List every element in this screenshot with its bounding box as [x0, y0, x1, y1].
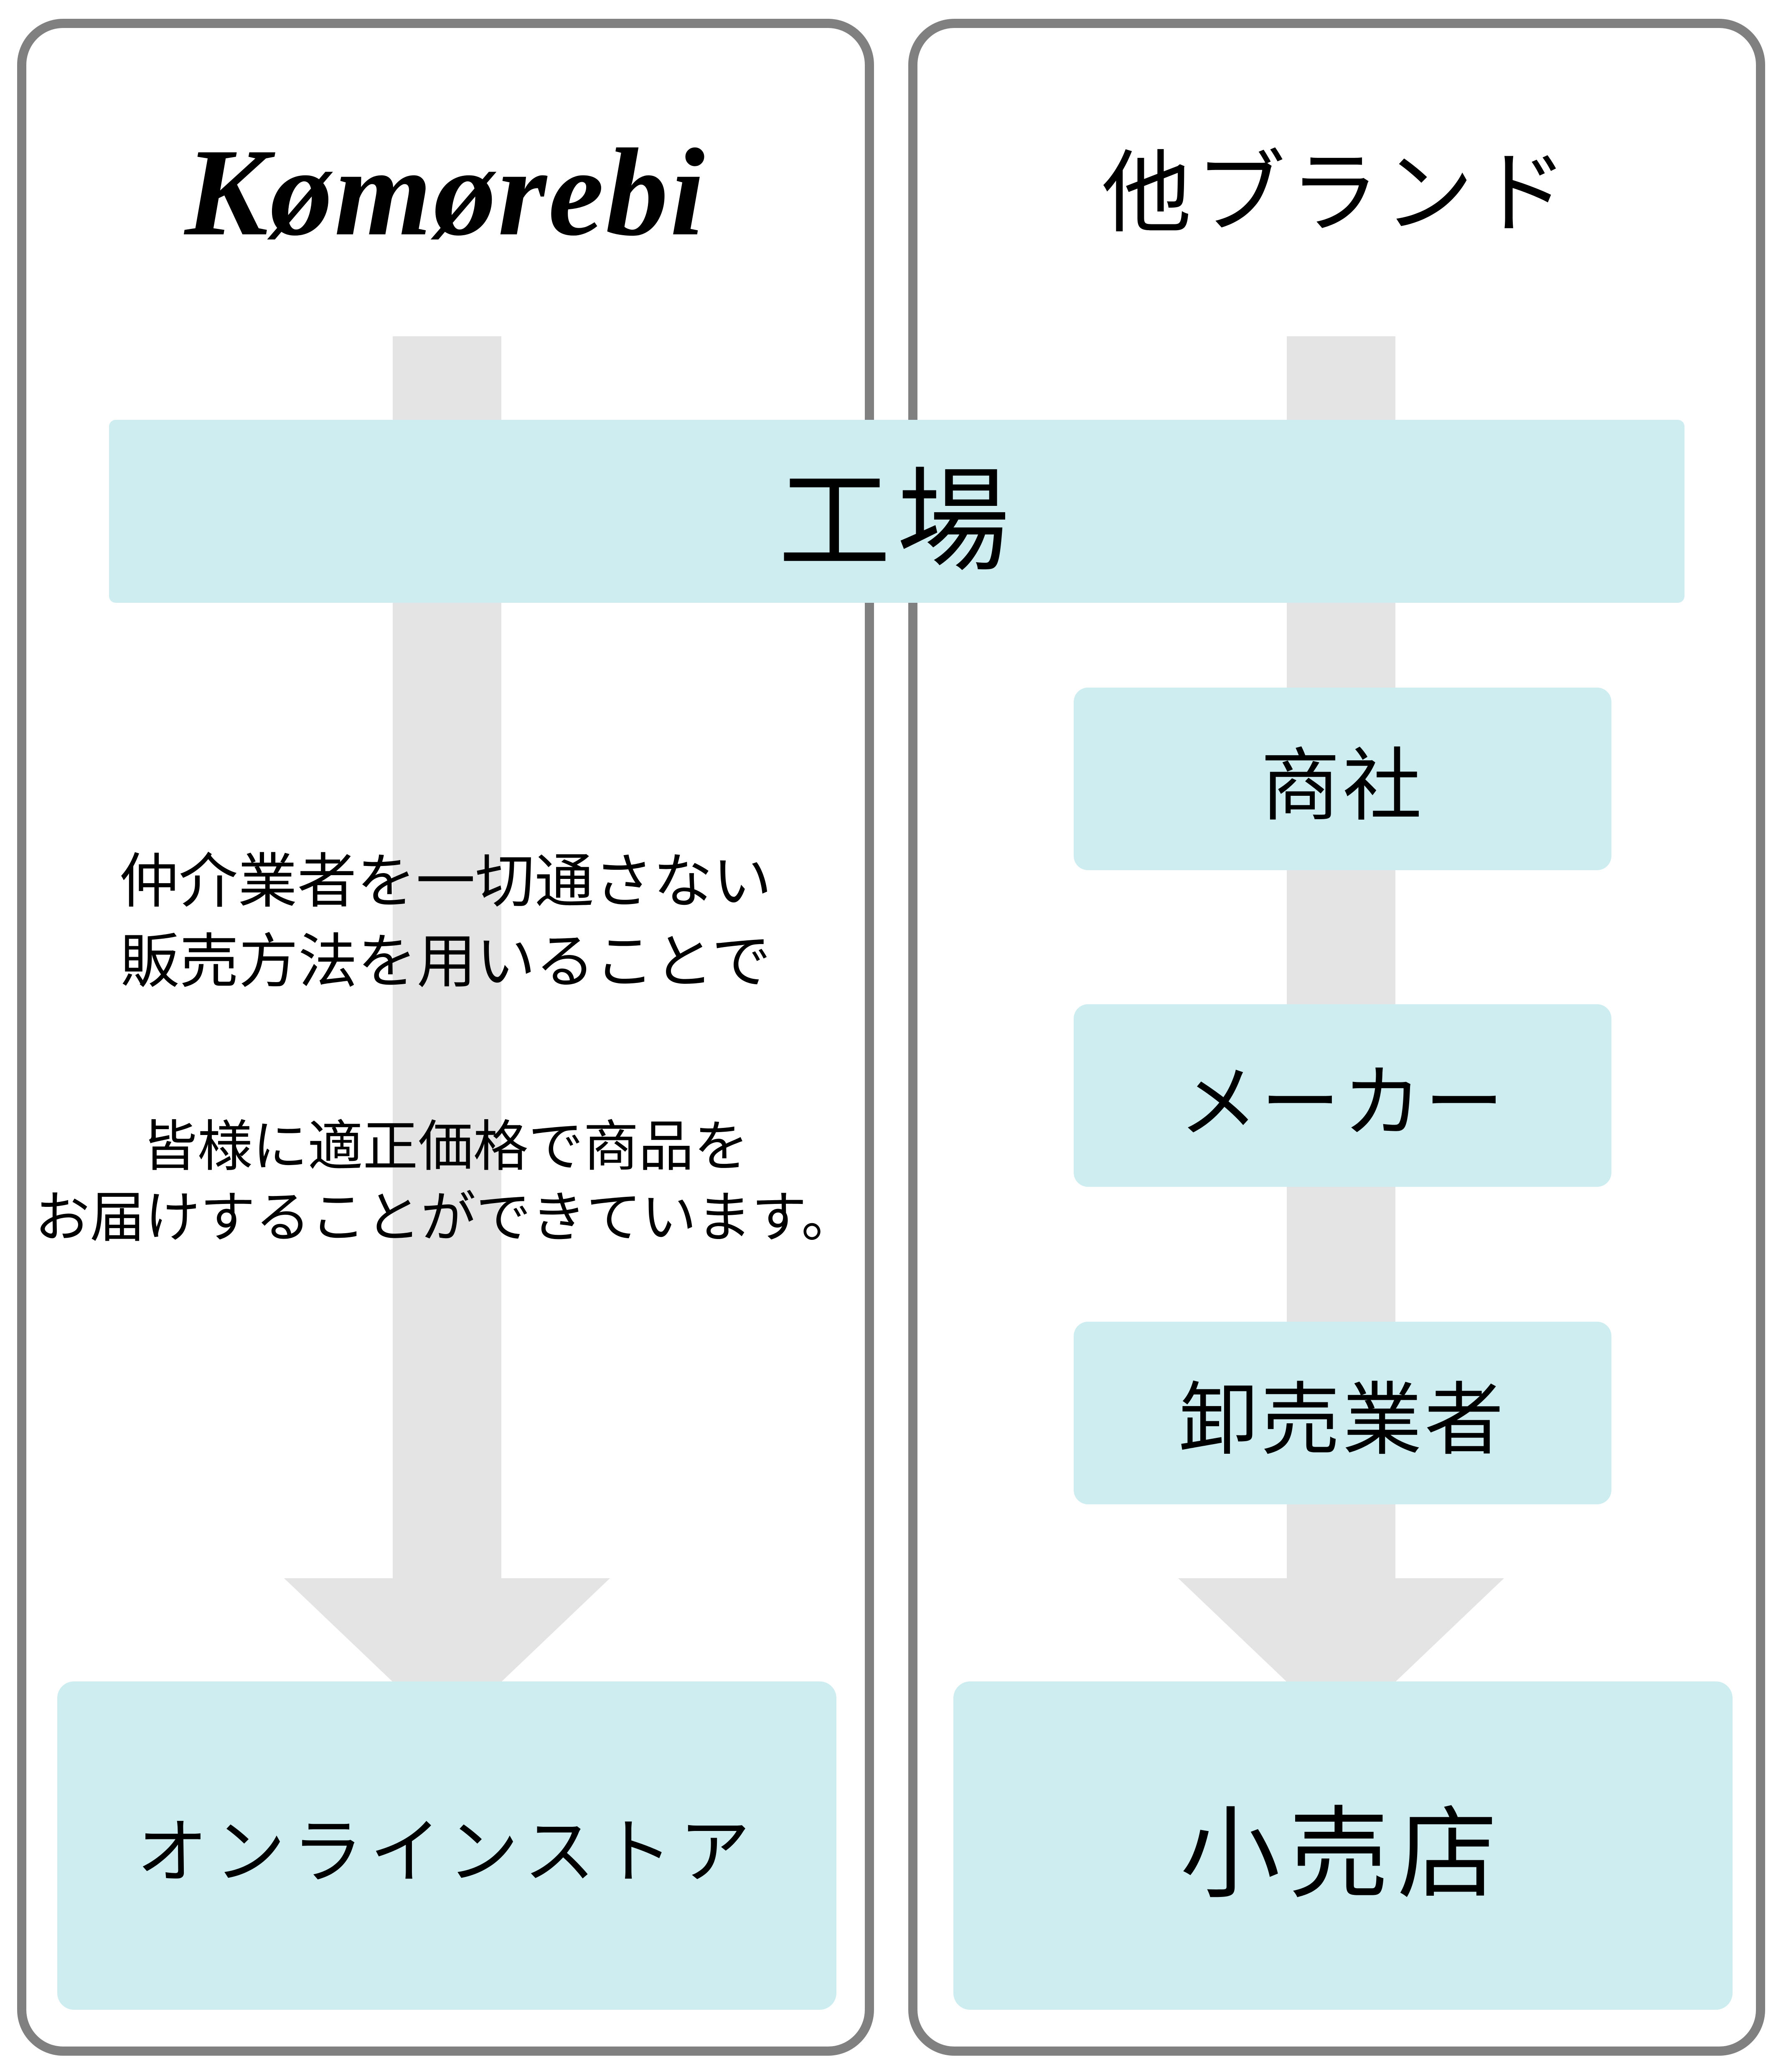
retail-store-label: 小売店 [1180, 1798, 1506, 1910]
komorebi-logo: Kømørebi [17, 130, 874, 255]
step-box-trading-company: 商社 [1074, 688, 1611, 870]
step-box-wholesaler: 卸売業者 [1074, 1322, 1611, 1504]
online-store-box: オンラインストア [57, 1681, 836, 2010]
benefit-line: 皆様に適正価格で商品を [142, 1116, 749, 1177]
komorebi-logo-text: Kømørebi [185, 123, 706, 262]
factory-label: 工場 [778, 459, 1016, 585]
benefit-line: お届けすることができています。 [35, 1187, 856, 1248]
retail-store-box: 小売店 [953, 1681, 1733, 2010]
online-store-label: オンラインストア [137, 1813, 757, 1892]
step-label: メーカー [1179, 1059, 1507, 1147]
komorebi-description: 仲介業者を一切通さない 販売方法を用いることで [26, 842, 865, 1002]
description-line: 販売方法を用いることで [120, 929, 771, 995]
step-label: 商社 [1260, 742, 1425, 830]
description-line: 仲介業者を一切通さない [119, 848, 772, 915]
other-brands-title-text: 他ブランド [1102, 143, 1572, 244]
step-box-maker: メーカー [1074, 1004, 1611, 1187]
other-brands-title: 他ブランド [908, 148, 1765, 238]
komorebi-benefit: 皆様に適正価格で商品を お届けすることができています。 [26, 1111, 865, 1253]
factory-banner: 工場 [109, 420, 1685, 603]
step-label: 卸売業者 [1179, 1376, 1507, 1465]
